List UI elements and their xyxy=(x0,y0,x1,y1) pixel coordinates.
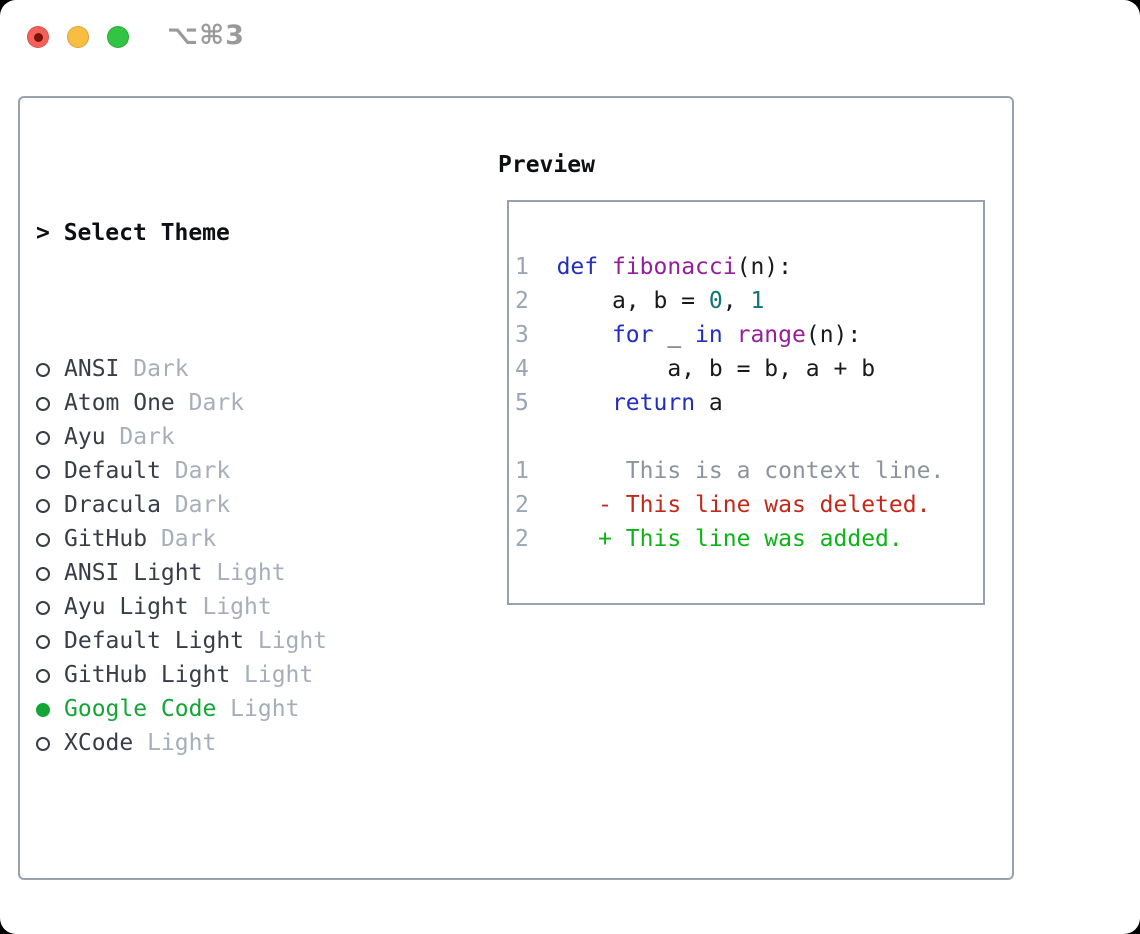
theme-item[interactable]: Ayu Light Light xyxy=(36,590,424,624)
theme-item[interactable]: Default Dark xyxy=(36,454,424,488)
theme-variant-label: Dark xyxy=(174,390,245,416)
theme-variant-label: Light xyxy=(188,594,272,620)
theme-name: Ayu Light xyxy=(64,594,189,620)
radio-icon xyxy=(36,499,50,513)
prompt-caret-icon: > xyxy=(36,220,50,246)
theme-variant-label: Light xyxy=(216,696,300,722)
window-shortcut-label: ⌥⌘3 xyxy=(167,20,245,51)
theme-name: XCode xyxy=(64,730,134,756)
theme-name: Google Code xyxy=(64,696,217,722)
theme-name: ANSI xyxy=(64,356,120,382)
select-theme-title: Select Theme xyxy=(63,220,230,246)
theme-name: GitHub xyxy=(64,526,148,552)
theme-item[interactable]: Google Code Light xyxy=(36,692,424,726)
theme-variant-label: Light xyxy=(244,628,328,654)
radio-icon xyxy=(36,397,50,411)
code-line: 1 This is a context line. xyxy=(515,458,945,484)
preview-code: 1 def fibonacci(n): 2 a, b = 0, 1 3 for _ … xyxy=(515,250,983,556)
theme-item[interactable]: GitHub Dark xyxy=(36,522,424,556)
radio-icon xyxy=(36,601,50,615)
theme-variant-label: Light xyxy=(230,662,314,688)
code-line: 3 for _ in range(n): xyxy=(515,322,862,348)
code-line: 2 - This line was deleted. xyxy=(515,492,931,518)
theme-item[interactable]: XCode Light xyxy=(36,726,424,760)
theme-variant-label: Dark xyxy=(147,526,217,552)
code-line: 4 a, b = b, a + b xyxy=(515,356,876,382)
theme-name: Ayu xyxy=(64,424,106,450)
theme-item[interactable]: ANSI Dark xyxy=(36,352,424,386)
theme-name: Default xyxy=(64,458,161,484)
code-line: 2 + This line was added. xyxy=(515,526,903,552)
theme-item[interactable]: Atom One Dark xyxy=(36,386,424,420)
theme-variant-label: Dark xyxy=(160,458,231,484)
theme-name: Dracula xyxy=(64,492,161,518)
preview-box: 1 def fibonacci(n): 2 a, b = 0, 1 3 for _ … xyxy=(507,200,985,605)
radio-icon xyxy=(36,363,50,377)
theme-item[interactable]: Default Light Light xyxy=(36,624,424,658)
code-line: 5 return a xyxy=(515,390,723,416)
spacer xyxy=(36,862,424,896)
theme-item[interactable]: ANSI Light Light xyxy=(36,556,424,590)
close-button[interactable] xyxy=(27,26,49,48)
theme-variant-label: Light xyxy=(133,730,217,756)
modified-dot-icon xyxy=(33,32,43,42)
theme-name: Atom One xyxy=(64,390,175,416)
theme-name: Default Light xyxy=(64,628,245,654)
radio-icon xyxy=(36,431,50,445)
radio-icon xyxy=(36,465,50,479)
code-line: 2 a, b = 0, 1 xyxy=(515,288,765,314)
radio-icon xyxy=(36,567,50,581)
theme-selector-panel xyxy=(18,96,1014,880)
radio-icon xyxy=(36,669,50,683)
theme-variant-label: Dark xyxy=(105,424,175,450)
preview-title: Preview xyxy=(498,152,595,178)
radio-icon xyxy=(36,533,50,547)
theme-name: GitHub Light xyxy=(64,662,231,688)
theme-variant-label: Dark xyxy=(160,492,231,518)
theme-item[interactable]: Ayu Dark xyxy=(36,420,424,454)
theme-variant-label: Light xyxy=(202,560,286,586)
radio-icon xyxy=(36,703,50,717)
theme-name: ANSI Light xyxy=(64,560,203,586)
code-line xyxy=(515,420,983,454)
radio-icon xyxy=(36,737,50,751)
radio-icon xyxy=(36,635,50,649)
theme-variant-label: Dark xyxy=(119,356,189,382)
select-theme-header: > Select Theme xyxy=(36,216,424,250)
minimize-button[interactable] xyxy=(67,26,89,48)
theme-item[interactable]: Dracula Dark xyxy=(36,488,424,522)
code-line: 1 def fibonacci(n): xyxy=(515,254,792,280)
zoom-button[interactable] xyxy=(107,26,129,48)
theme-item[interactable]: GitHub Light Light xyxy=(36,658,424,692)
